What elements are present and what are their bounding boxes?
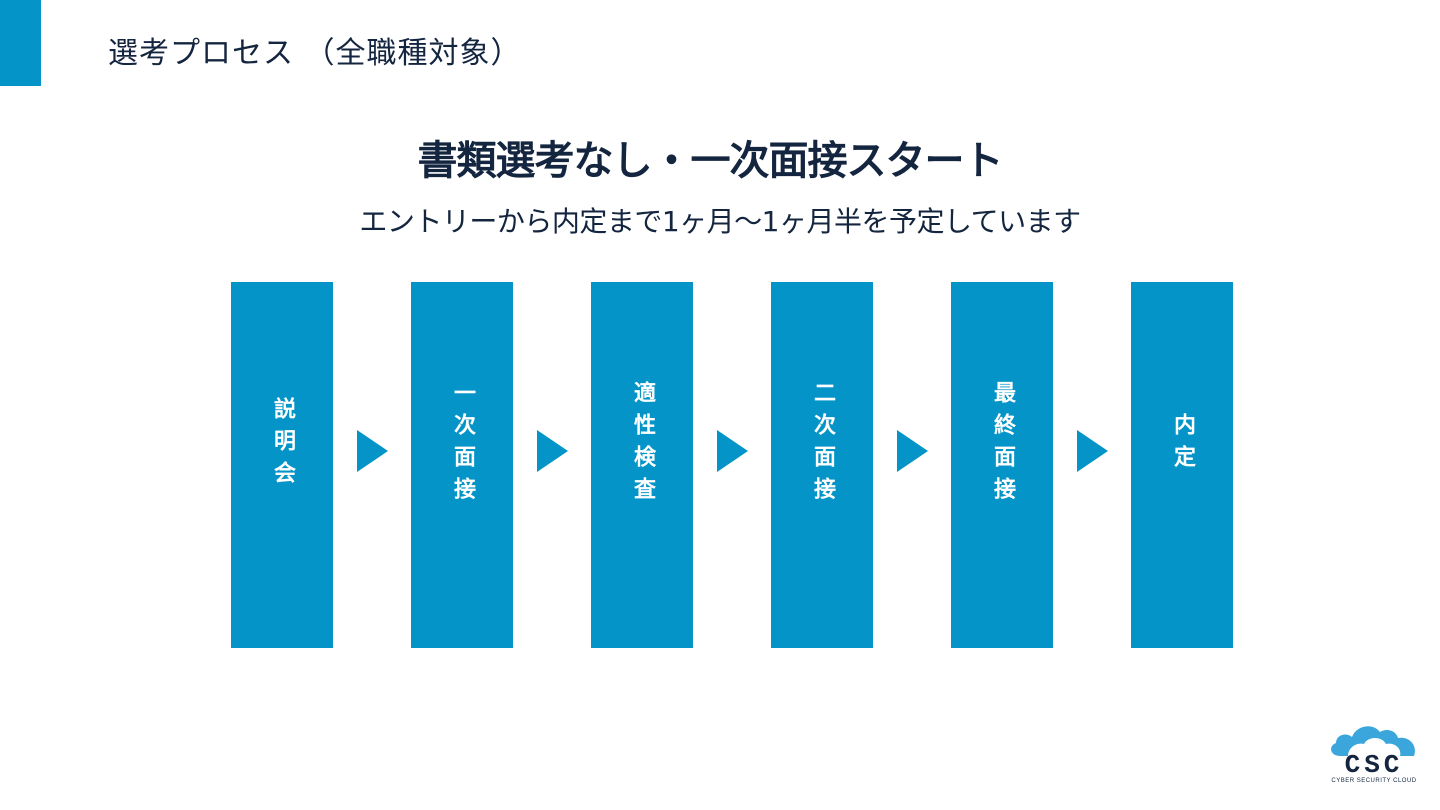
triangle-right-icon xyxy=(1077,430,1108,472)
step-first-interview: 一次面接 xyxy=(411,282,513,648)
triangle-right-icon xyxy=(537,430,568,472)
step-label: 一次面接 xyxy=(450,381,475,509)
subheadline: エントリーから内定まで1ヶ月～1ヶ月半を予定しています xyxy=(359,205,1081,238)
step-briefing: 説明会 xyxy=(231,282,333,648)
header-accent-bar xyxy=(0,0,41,86)
step-label: 内定 xyxy=(1170,413,1195,477)
logo-text: CSC xyxy=(1344,750,1404,780)
logo-tagline: CYBER SECURITY CLOUD xyxy=(1331,778,1417,784)
process-flow: 説明会 一次面接 適性検査 二次面接 最終面接 内定 xyxy=(0,282,1440,648)
triangle-right-icon xyxy=(357,430,388,472)
step-second-interview: 二次面接 xyxy=(771,282,873,648)
step-label: 二次面接 xyxy=(810,381,835,509)
step-label: 説明会 xyxy=(270,397,295,493)
headline: 書類選考なし・一次面接スタート xyxy=(417,138,1004,184)
step-label: 最終面接 xyxy=(990,381,1015,509)
step-final-interview: 最終面接 xyxy=(951,282,1053,648)
step-label: 適性検査 xyxy=(630,381,655,509)
company-logo: CSC CYBER SECURITY CLOUD xyxy=(1326,722,1422,788)
cloud-icon xyxy=(1331,726,1415,756)
step-offer: 内定 xyxy=(1131,282,1233,648)
triangle-right-icon xyxy=(717,430,748,472)
step-aptitude-test: 適性検査 xyxy=(591,282,693,648)
triangle-right-icon xyxy=(897,430,928,472)
page-title: 選考プロセス （全職種対象） xyxy=(108,36,522,71)
